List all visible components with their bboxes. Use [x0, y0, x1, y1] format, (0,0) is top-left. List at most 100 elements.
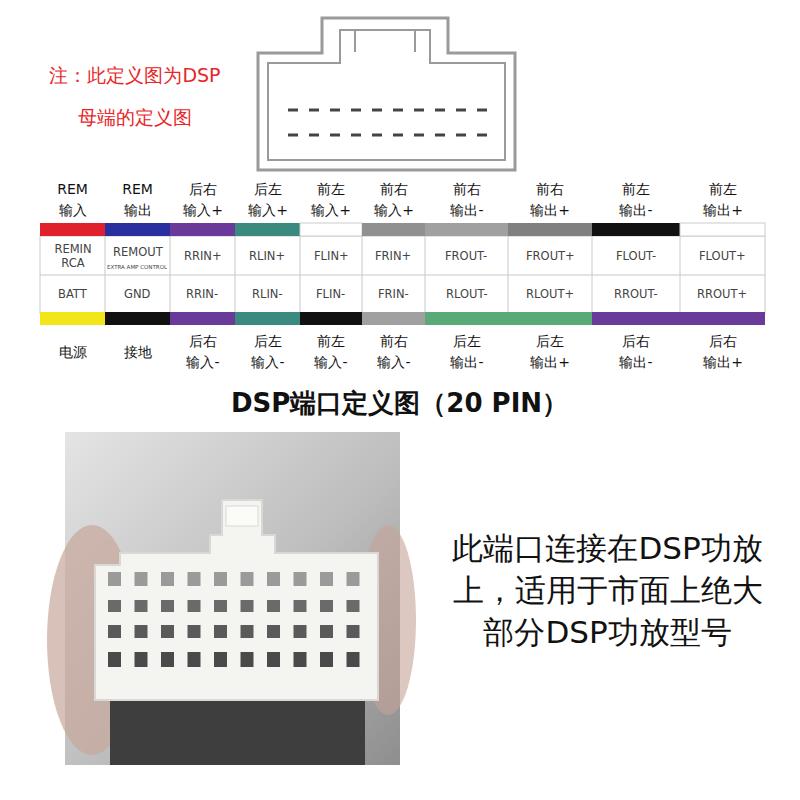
pin-hole	[188, 572, 201, 586]
cell-divider	[592, 236, 593, 313]
wire-function: 前左 输入+	[310, 179, 352, 221]
cell-divider	[425, 236, 426, 313]
pin-hole	[294, 652, 307, 667]
housing-inner-outline	[268, 30, 505, 160]
pin-name: RLIN-	[252, 287, 283, 301]
wire-function: 后右 输入+	[182, 179, 224, 221]
pin-name: FLOUT+	[699, 249, 746, 263]
wire-color-bar	[40, 223, 105, 236]
pin-hole	[188, 652, 201, 667]
wire-color-bar	[362, 223, 425, 236]
photo-background	[65, 432, 400, 765]
pin-holes	[108, 572, 360, 667]
cell-divider	[105, 236, 106, 313]
wire-function: REM 输出	[121, 179, 154, 221]
pin-name: FRIN-	[378, 287, 409, 301]
pin-hole	[294, 572, 307, 586]
wire-color-bar	[592, 223, 680, 236]
housing-outline	[258, 18, 515, 170]
pin-hole	[320, 625, 333, 638]
pin-name: FLIN-	[316, 287, 345, 301]
wire-function: 前左 输出-	[618, 179, 654, 221]
pin-hole	[135, 652, 148, 667]
wire-function: 后左 输出+	[529, 331, 571, 373]
connector-photo	[47, 432, 416, 765]
wire-color-bar	[105, 312, 170, 325]
cell-divider	[680, 236, 681, 313]
pin-hole	[108, 625, 121, 638]
wire-function: 前左 输出+	[702, 179, 744, 221]
cable	[110, 690, 365, 765]
cell-divider	[300, 236, 301, 313]
cell-divider	[508, 236, 509, 313]
wire-function: 后左 输出-	[449, 331, 485, 373]
cell-divider	[362, 236, 363, 313]
pin-hole	[320, 572, 333, 586]
cell-grid	[40, 236, 765, 313]
pin-hole	[108, 600, 121, 612]
description-text: 此端口连接在DSP功放 上，适用于市面上绝大 部分DSP功放型号	[451, 527, 764, 653]
wire-function: REM 输入	[56, 179, 89, 221]
pin-table	[40, 223, 765, 325]
wire-color-bar	[362, 312, 425, 325]
wire-function: 后左 输入+	[247, 179, 289, 221]
pin-hole	[135, 572, 148, 586]
pin-hole	[214, 572, 227, 586]
pin-hole	[241, 652, 254, 667]
pin-name: BATT	[58, 287, 87, 301]
wire-color-bar	[105, 223, 170, 236]
pin-hole	[347, 572, 360, 586]
diagram-title: DSP端口定义图（20 PIN）	[231, 388, 568, 419]
pin-row	[288, 134, 495, 137]
pin-name: GND	[124, 287, 150, 301]
wire-function: 前右 输出+	[529, 179, 571, 221]
pin-hole	[294, 600, 307, 612]
pin-row	[288, 109, 495, 112]
wire-function: 前左 输入-	[313, 331, 349, 373]
pin-name: REMIN RCA	[53, 242, 93, 271]
pin-hole	[320, 652, 333, 667]
wire-function: 电源	[59, 342, 87, 363]
pin-name: FROUT-	[445, 249, 487, 263]
pin-hole	[135, 600, 148, 612]
wire-function: 前右 输出-	[449, 179, 485, 221]
pin-hole	[214, 600, 227, 612]
pin-name: FRIN+	[375, 249, 411, 263]
pin-name: RROUT-	[614, 287, 658, 301]
pin-subtitle: EXTRA AMP CONTROL	[107, 264, 167, 270]
pin-name: FLIN+	[314, 249, 349, 263]
wire-color-bar	[680, 223, 765, 236]
wire-color-bar	[508, 223, 592, 236]
pin-hole	[161, 652, 174, 667]
pin-name: RRIN-	[186, 287, 218, 301]
wire-color-bar	[235, 223, 300, 236]
wire-function: 后左 输入-	[250, 331, 286, 373]
pin-hole	[108, 572, 121, 586]
pin-hole	[294, 625, 307, 638]
wire-color-bar	[592, 312, 680, 325]
wire-function: 接地	[124, 342, 152, 363]
cell-divider	[40, 275, 765, 276]
pin-name: RLOUT+	[526, 287, 574, 301]
pin-hole	[214, 625, 227, 638]
wire-color-bar	[170, 223, 235, 236]
wire-color-bar	[235, 312, 300, 325]
pin-hole	[267, 652, 280, 667]
latch-line	[354, 30, 356, 52]
pin-hole	[267, 572, 280, 586]
pin-hole	[347, 600, 360, 612]
latch-line	[414, 30, 416, 52]
pin-hole	[161, 600, 174, 612]
wire-color-bar	[300, 312, 362, 325]
pin-hole	[267, 625, 280, 638]
wire-color-bar	[425, 312, 508, 325]
pin-hole	[320, 600, 333, 612]
pin-hole	[108, 652, 121, 667]
pin-hole	[214, 652, 227, 667]
wire-color-bar	[40, 312, 105, 325]
pin-hole	[347, 652, 360, 667]
pin-hole	[188, 625, 201, 638]
connector-outline	[258, 18, 515, 170]
pin-hole	[135, 625, 148, 638]
pin-name: RRIN+	[184, 249, 222, 263]
